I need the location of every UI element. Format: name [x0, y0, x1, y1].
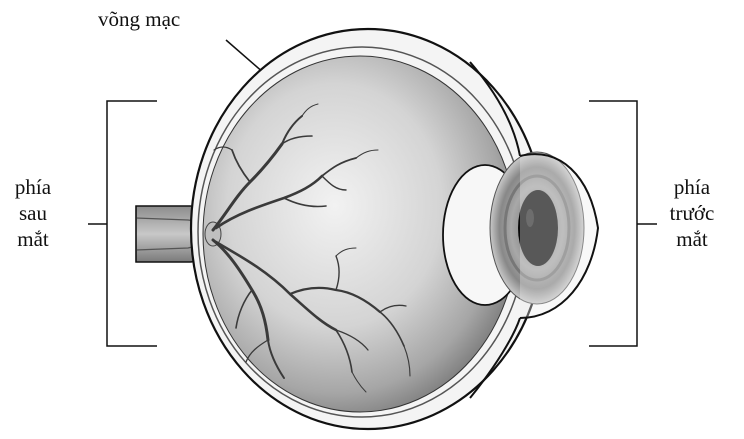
front-of-eye-bracket: [589, 101, 657, 346]
front-label-line-3: mắt: [662, 226, 722, 252]
back-label-line-1: phía: [4, 174, 62, 200]
back-label-line-2: sau: [4, 200, 62, 226]
front-of-eye-label: phía trước mắt: [662, 174, 722, 252]
back-label-line-3: mắt: [4, 226, 62, 252]
retina-label: võng mạc: [98, 6, 180, 32]
front-label-line-2: trước: [662, 200, 722, 226]
back-of-eye-label: phía sau mắt: [4, 174, 62, 252]
front-label-line-1: phía: [662, 174, 722, 200]
cornea: [520, 154, 598, 318]
